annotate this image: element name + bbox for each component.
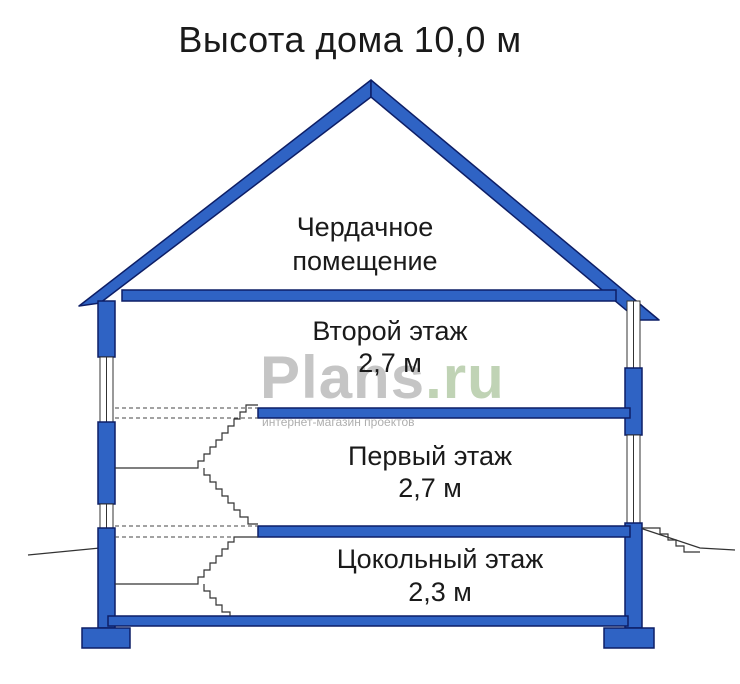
floor-slabs xyxy=(107,407,631,627)
attic-floor-slab xyxy=(121,289,617,302)
first-floor-slab xyxy=(257,525,631,538)
stair-opening-lines xyxy=(115,407,258,538)
first-floor-label: Первый этаж xyxy=(347,441,513,471)
house-height-title: Высота дома 10,0 м xyxy=(178,19,522,60)
ground-lines xyxy=(27,527,736,556)
stair-upper xyxy=(115,404,258,469)
second-floor-height: 2,7 м xyxy=(358,348,422,378)
second-floor-slab xyxy=(257,407,631,419)
roof xyxy=(78,79,660,321)
staircases xyxy=(115,404,700,616)
left-wall-segment xyxy=(97,527,116,629)
stair-lower-return xyxy=(203,584,231,616)
left-wall xyxy=(81,300,131,649)
right-wall-segment xyxy=(624,522,643,629)
basement-floor-slab xyxy=(107,615,629,627)
attic-label-line2: помещение xyxy=(292,246,438,276)
roof-rafter-right xyxy=(370,79,660,321)
basement-floor-height: 2,3 м xyxy=(408,577,472,607)
attic-label-line1: Чердачное xyxy=(296,212,434,242)
left-wall-segment xyxy=(97,421,116,505)
right-wall xyxy=(603,300,655,649)
entrance-steps xyxy=(642,527,700,553)
stair-upper-return xyxy=(203,468,258,525)
watermark-domain: .ru xyxy=(425,344,505,411)
watermark-tagline: интернет-магазин проектов xyxy=(262,415,415,429)
basement-floor-label: Цокольный этаж xyxy=(336,544,544,574)
right-wall-segment xyxy=(624,367,643,436)
watermark-logo: Plans.ru xyxy=(260,348,505,408)
watermark-brand: Plans xyxy=(260,344,426,411)
stair-lower xyxy=(115,536,258,585)
left-wall-segment xyxy=(97,300,116,358)
left-footing xyxy=(81,627,131,649)
second-floor-label: Второй этаж xyxy=(312,316,468,346)
first-floor-height: 2,7 м xyxy=(398,473,462,503)
right-footing xyxy=(603,627,655,649)
